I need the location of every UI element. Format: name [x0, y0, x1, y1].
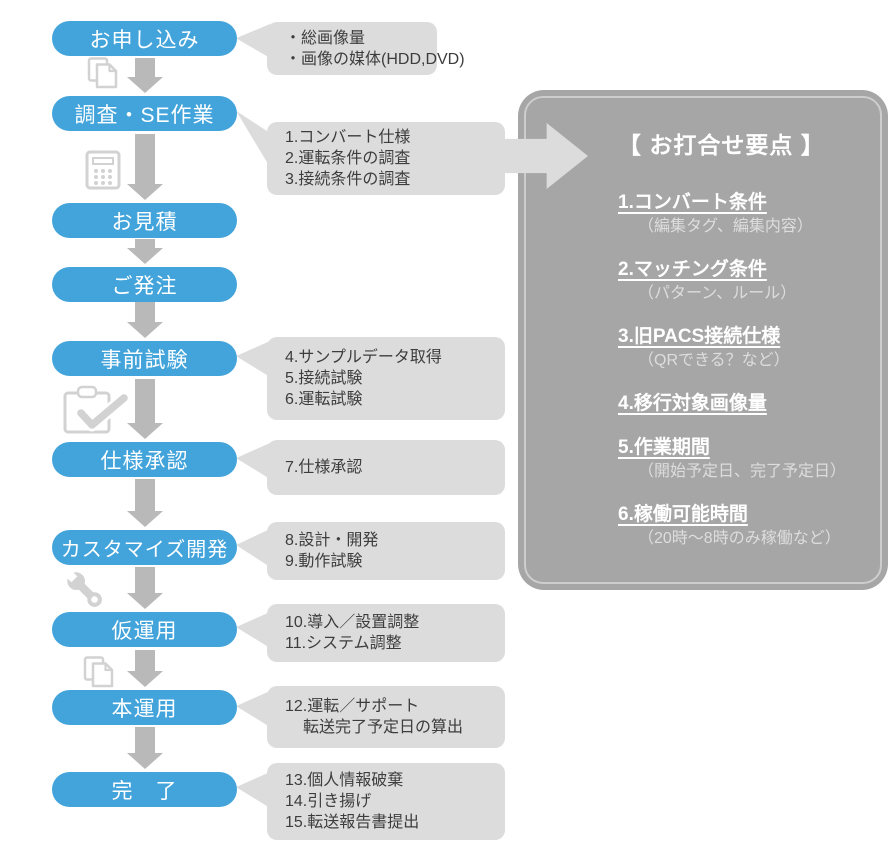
note-line: 4.サンプルデータ取得	[285, 349, 442, 366]
panel-title: 【 お打合せ要点 】	[618, 132, 825, 158]
note-tail	[236, 612, 270, 648]
flow-arrow-down-icon	[135, 567, 155, 594]
panel-item-sub: （パターン、ルール）	[638, 285, 797, 302]
note-line: 15.転送報告書提出	[285, 814, 420, 831]
flow-step-trial-operation: 仮運用	[52, 612, 237, 647]
flow-step-estimate: お見積	[52, 203, 237, 238]
panel-item-old-pacs-interface: 3.旧PACS接続仕様	[618, 326, 781, 347]
note-customize-development: 8.設計・開発 9.動作試験	[267, 522, 505, 580]
note-line: 3.接続条件の調査	[285, 171, 411, 188]
flow-step-customize-development: カスタマイズ開発	[52, 530, 237, 565]
panel-item-sub: （QRできる？など）	[638, 352, 790, 369]
flow-step-spec-approval: 仕様承認	[52, 442, 237, 477]
note-line: 2.運転条件の調査	[285, 150, 411, 167]
flow-step-preliminary-test: 事前試験	[52, 341, 237, 376]
note-tail	[236, 691, 270, 727]
panel-item-matching-conditions: 2.マッチング条件	[618, 259, 767, 280]
flow-arrow-down-icon	[135, 727, 155, 754]
calculator-icon	[85, 150, 121, 190]
panel-item-work-period: 5.作業期間	[618, 437, 710, 458]
note-survey-se-work: 1.コンバート仕様 2.運転条件の調査 3.接続条件の調査	[267, 122, 505, 195]
note-line: 5.接続試験	[285, 370, 363, 387]
panel-item-sub: （編集タグ、編集内容）	[638, 218, 813, 235]
note-line: 7.仕様承認	[285, 459, 363, 476]
note-tail	[236, 529, 270, 567]
note-line: 9.動作試験	[285, 553, 363, 570]
note-trial-operation: 10.導入／設置調整 11.システム調整	[267, 604, 505, 662]
clipboard-check-icon	[63, 385, 128, 434]
note-line: 10.導入／設置調整	[285, 614, 420, 631]
note-line: ・画像の媒体(HDD,DVD)	[285, 50, 465, 68]
note-production-operation: 12.運転／サポート 転送完了予定日の算出	[267, 686, 505, 748]
flow-arrow-down-icon	[135, 302, 155, 323]
note-tail	[236, 24, 270, 58]
flow-step-survey-se-work: 調査・SE作業	[52, 96, 237, 131]
note-line: 転送完了予定日の算出	[303, 719, 464, 736]
flow-arrow-down-icon	[135, 58, 155, 78]
note-tail	[236, 772, 270, 808]
panel-item-migration-image-volume: 4.移行対象画像量	[618, 393, 767, 414]
flow-step-application: お申し込み	[52, 21, 237, 56]
note-line: 8.設計・開発	[285, 532, 379, 549]
panel-item-operating-hours: 6.稼働可能時間	[618, 504, 748, 525]
copy-icon	[83, 656, 114, 688]
note-application: ・総画像量 ・画像の媒体(HDD,DVD)	[267, 22, 465, 75]
flow-arrow-down-icon	[135, 379, 155, 424]
flow-arrow-down-icon	[135, 239, 155, 249]
note-line: 12.運転／サポート	[285, 698, 420, 715]
flow-arrow-down-icon	[135, 134, 155, 185]
note-line: 6.運転試験	[285, 391, 363, 408]
flow-step-production-operation: 本運用	[52, 690, 237, 725]
copy-icon	[87, 57, 118, 89]
note-line: 13.個人情報破棄	[285, 772, 404, 789]
panel-item-sub: （20時〜8時のみ稼働など）	[638, 530, 841, 547]
flow-arrow-down-icon	[135, 479, 155, 512]
wrench-icon	[63, 568, 102, 607]
note-spec-approval: 7.仕様承認	[267, 440, 505, 495]
note-tail	[236, 110, 270, 168]
note-line: 1.コンバート仕様	[285, 129, 411, 146]
note-line: 14.引き揚げ	[285, 793, 372, 810]
note-line: ・総画像量	[285, 29, 366, 47]
flow-arrow-down-icon	[135, 650, 155, 672]
flow-step-order: ご発注	[52, 267, 237, 302]
note-completion: 13.個人情報破棄 14.引き揚げ 15.転送報告書提出	[267, 763, 505, 840]
note-preliminary-test: 4.サンプルデータ取得 5.接続試験 6.運転試験	[267, 337, 505, 420]
panel-item-sub: （開始予定日、完了予定日）	[638, 463, 847, 480]
meeting-points-panel: 【 お打合せ要点 】 1.コンバート条件 （編集タグ、編集内容） 2.マッチング…	[518, 90, 888, 590]
note-tail	[236, 443, 270, 479]
note-tail	[236, 341, 270, 377]
flow-step-completion: 完 了	[52, 772, 237, 807]
panel-item-convert-conditions: 1.コンバート条件	[618, 192, 767, 213]
note-line: 11.システム調整	[285, 635, 402, 652]
